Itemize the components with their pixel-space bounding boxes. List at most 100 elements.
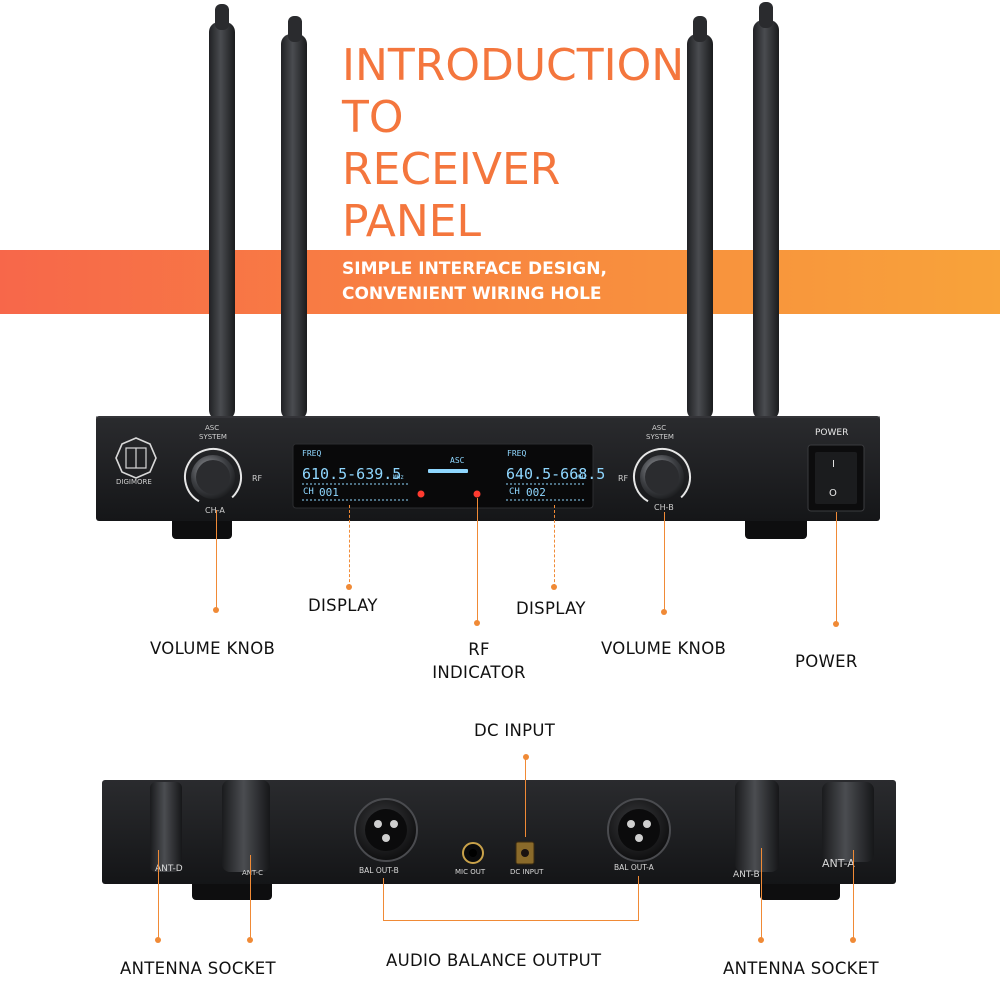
rf-label-right: RF — [618, 474, 629, 483]
center-level-bar — [428, 469, 468, 473]
receiver-front-illustration — [96, 2, 880, 539]
callout-dot-ant-d — [155, 937, 161, 943]
lcd-a-ch-label: CH — [303, 487, 314, 497]
mic-out-label: MIC OUT — [455, 868, 486, 876]
label-volume-left: VOLUME KNOB — [150, 639, 276, 658]
subtitle: SIMPLE INTERFACE DESIGN, CONVENIENT WIRI… — [342, 257, 742, 307]
label-volume-right: VOLUME KNOB — [601, 639, 727, 658]
brand-name: DIGIMORE — [116, 478, 152, 486]
lcd-a-unit: MHz — [393, 474, 404, 481]
label-audio-balance: AUDIO BALANCE OUTPUT — [386, 951, 602, 970]
volume-knob-left — [184, 448, 242, 506]
ant-c-label: ANT-C — [242, 869, 264, 877]
ant-b-label: ANT-B — [733, 870, 760, 880]
ant-a-label: ANT-A — [822, 857, 855, 870]
callout-dot-volume-right — [661, 609, 667, 615]
label-display-right: DISPLAY — [516, 599, 586, 618]
ch-a-label: CH-A — [205, 506, 225, 515]
title-line-2: TO — [342, 92, 404, 143]
callout-dot-dc — [523, 754, 529, 760]
lcd-b-ch-value: 002 — [526, 486, 546, 499]
ant-c-socket — [222, 780, 270, 872]
callout-dot-ant-b — [758, 937, 764, 943]
xlr-out-a — [607, 798, 671, 862]
callout-line-display-left — [349, 505, 350, 587]
title-line-3: RECEIVER — [342, 144, 561, 195]
ant-a-socket — [822, 782, 874, 862]
callout-line-bal-a — [638, 876, 639, 921]
label-rf-line-1: RF — [468, 640, 490, 659]
system-label-right: SYSTEM — [646, 433, 674, 441]
lcd-b-unit: MHz — [576, 474, 587, 481]
callout-line-volume-left — [216, 510, 217, 610]
rf-label-left: RF — [252, 474, 263, 483]
callout-dot-ant-a — [850, 937, 856, 943]
dc-input-panel-label: DC INPUT — [510, 868, 544, 876]
antenna-2 — [281, 16, 307, 420]
callout-dot-ant-c — [247, 937, 253, 943]
title-line-1: INTRODUCTION — [342, 40, 685, 91]
mic-out-jack — [462, 842, 484, 864]
label-rf-line-2: INDICATOR — [432, 663, 526, 682]
callout-dot-rf — [474, 620, 480, 626]
callout-line-ant-c — [250, 855, 251, 940]
subtitle-line-2: CONVENIENT WIRING HOLE — [342, 284, 602, 304]
xlr-out-b — [354, 798, 418, 862]
lcd-a-ch-value: 001 — [319, 486, 339, 499]
switch-on-mark: I — [832, 459, 835, 470]
antenna-4 — [753, 2, 779, 420]
brand-logo — [115, 437, 157, 479]
receiver-back-body — [102, 780, 896, 884]
ant-d-label: ANT-D — [155, 864, 183, 874]
callout-line-ant-b — [761, 848, 762, 938]
ant-b-socket — [735, 780, 779, 872]
ant-d-socket — [150, 782, 182, 872]
label-dc-input: DC INPUT — [474, 721, 556, 740]
antenna-1 — [209, 4, 235, 420]
antenna-3 — [687, 16, 713, 420]
power-panel-label: POWER — [815, 428, 849, 438]
callout-line-ant-a — [853, 850, 854, 938]
callout-dot-power — [833, 621, 839, 627]
callout-dot-volume-left — [213, 607, 219, 613]
lcd-a-range: 610.5-639.5 — [302, 465, 402, 483]
callout-line-bal-bridge — [383, 920, 639, 921]
callout-dot-display-left — [346, 584, 352, 590]
asc-label-right: ASC — [652, 424, 667, 432]
callout-line-ant-d — [158, 850, 159, 938]
ch-b-label: CH-B — [654, 503, 674, 512]
bal-out-a-label: BAL OUT-A — [614, 863, 654, 872]
callout-line-display-right — [554, 505, 555, 587]
dc-input-jack — [515, 841, 535, 865]
lcd-b-freq-label: FREQ — [507, 449, 527, 458]
label-power: POWER — [795, 652, 858, 671]
asc-label-left: ASC — [205, 424, 220, 432]
lcd-a-freq-label: FREQ — [302, 449, 322, 458]
receiver-back-illustration — [102, 780, 896, 900]
callout-line-dc — [525, 757, 526, 837]
callout-line-power — [836, 512, 837, 624]
rf-led-b — [473, 490, 481, 498]
title-line-4: PANEL — [342, 196, 482, 247]
callout-dot-display-right — [551, 584, 557, 590]
rf-led-a — [417, 490, 425, 498]
page-title: INTRODUCTION TO RECEIVER PANEL — [342, 40, 762, 248]
power-switch — [815, 452, 857, 504]
label-antenna-right: ANTENNA SOCKET — [723, 959, 879, 978]
subtitle-line-1: SIMPLE INTERFACE DESIGN, — [342, 259, 607, 279]
label-rf-indicator: RF INDICATOR — [429, 640, 529, 682]
header-banner — [0, 250, 1000, 314]
callout-line-rf — [477, 498, 478, 623]
center-asc-label: ASC — [450, 456, 465, 465]
callout-line-bal-b — [383, 878, 384, 920]
bal-out-b-label: BAL OUT-B — [359, 866, 399, 875]
callout-line-volume-right — [664, 512, 665, 612]
label-antenna-left: ANTENNA SOCKET — [120, 959, 276, 978]
system-label-left: SYSTEM — [199, 433, 227, 441]
display-window — [292, 443, 594, 509]
lcd-b-ch-label: CH — [509, 487, 520, 497]
label-display-left: DISPLAY — [308, 596, 378, 615]
lcd-b-range: 640.5-668.5 — [506, 465, 606, 483]
volume-knob-right — [633, 448, 691, 506]
switch-off-mark: O — [829, 488, 837, 499]
